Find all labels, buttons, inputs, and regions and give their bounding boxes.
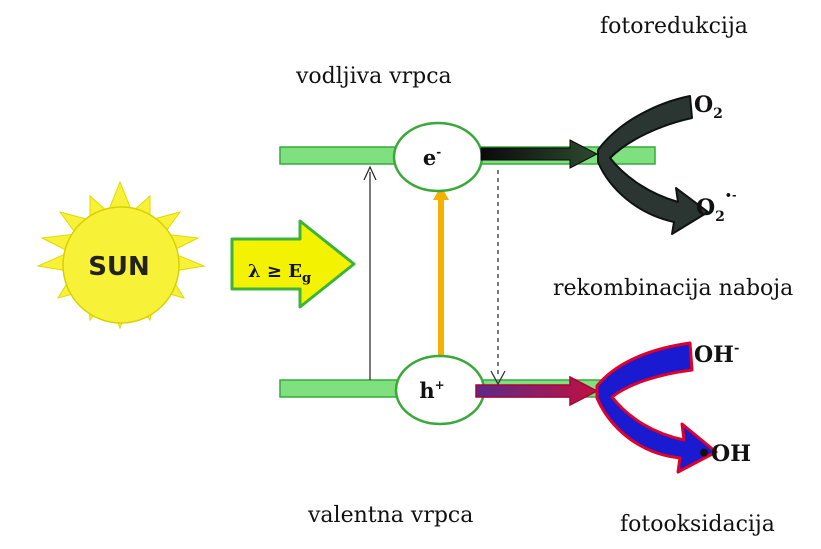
- electron-sup: -: [436, 145, 441, 159]
- excitation-arrow: λ ≥ Eg: [230, 219, 356, 309]
- photooxidation-label: fotooksidacija: [620, 512, 775, 537]
- recombination-label: rekombinacija naboja: [553, 276, 794, 301]
- electron-circle: e-: [392, 121, 484, 193]
- orange-arrow: [433, 186, 449, 361]
- hole-sup: +: [435, 378, 445, 392]
- excitation-line: [363, 165, 377, 380]
- o2-label: O2: [694, 92, 723, 122]
- electron-transfer-arrow: [480, 139, 599, 169]
- sun-icon: SUN: [36, 180, 206, 330]
- excitation-label: λ ≥ Eg: [248, 261, 311, 286]
- superoxide-subscript: 2: [715, 209, 725, 225]
- recombination-arrow: [490, 170, 506, 386]
- reduction-curve-arrow: [597, 95, 709, 235]
- hydroxide-superscript: -: [734, 341, 739, 356]
- excitation-subscript: g: [302, 271, 311, 286]
- photoreduction-label: fotoredukcija: [600, 14, 748, 39]
- hole-transfer-arrow: [475, 375, 599, 407]
- hole-circle: h+: [394, 354, 486, 426]
- electron-label: e-: [423, 145, 441, 170]
- hole-label: h+: [419, 378, 444, 403]
- sun-label: SUN: [88, 252, 150, 282]
- hydroxyl-radical-label: •OH: [697, 441, 751, 467]
- sun-core: [62, 206, 180, 324]
- oxidation-curve-arrow: [595, 341, 718, 474]
- superoxide-superscript: •-: [725, 189, 737, 202]
- o2-subscript: 2: [713, 106, 723, 122]
- conduction-band-label: vodljiva vrpca: [296, 64, 452, 89]
- valence-band-label: valentna vrpca: [308, 503, 474, 528]
- hydroxide-label: OH-: [694, 341, 739, 368]
- superoxide-label: O2•-: [696, 189, 737, 225]
